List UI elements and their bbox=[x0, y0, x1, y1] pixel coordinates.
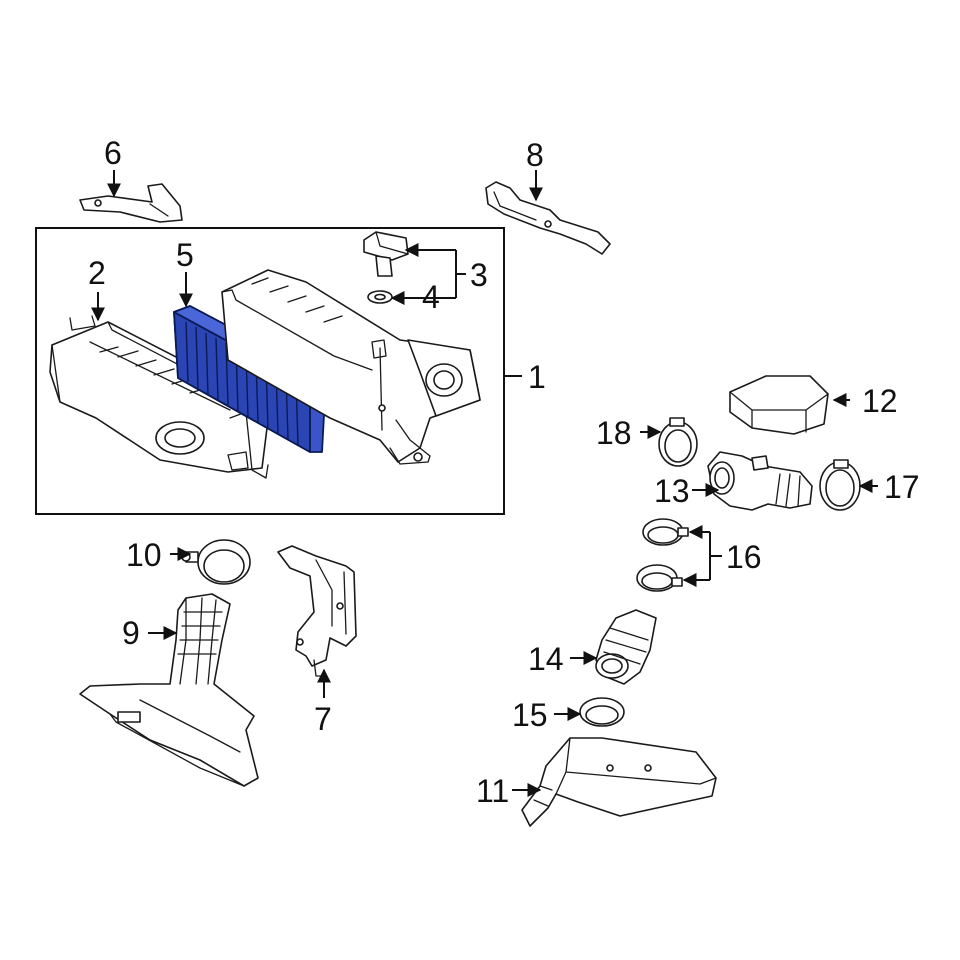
part-13-hose[interactable] bbox=[707, 451, 813, 511]
callout-13: 13 bbox=[654, 473, 690, 509]
part-11-lower-duct[interactable] bbox=[521, 737, 717, 827]
callout-16: 16 bbox=[726, 539, 762, 575]
part-12-resonator[interactable] bbox=[729, 375, 829, 435]
leader-lines bbox=[91, 170, 878, 797]
callout-3: 3 bbox=[470, 257, 488, 293]
callout-5: 5 bbox=[176, 237, 194, 273]
callout-6: 6 bbox=[104, 135, 122, 171]
assembly-frame bbox=[35, 227, 505, 515]
part-16-clamps[interactable] bbox=[636, 518, 689, 592]
callout-2: 2 bbox=[88, 255, 106, 291]
callout-11: 11 bbox=[476, 773, 509, 809]
callout-12: 12 bbox=[862, 383, 898, 419]
part-14-hose[interactable] bbox=[595, 609, 657, 685]
part-15-clamp[interactable] bbox=[579, 697, 625, 727]
part-3-sensor[interactable] bbox=[363, 231, 409, 277]
part-10-clamp[interactable] bbox=[181, 539, 251, 585]
callout-17: 17 bbox=[884, 469, 920, 505]
part-17-clamp[interactable] bbox=[819, 459, 861, 511]
callout-labels: 1 2 3 4 5 6 7 8 9 10 11 12 13 14 15 16 1… bbox=[88, 135, 920, 809]
callout-10: 10 bbox=[126, 537, 162, 573]
part-7-bracket[interactable] bbox=[277, 545, 357, 677]
callout-18: 18 bbox=[596, 415, 632, 451]
callout-7: 7 bbox=[314, 701, 332, 737]
callout-14: 14 bbox=[528, 641, 564, 677]
part-18-clamp[interactable] bbox=[658, 417, 698, 467]
part-8-bracket-rod[interactable] bbox=[485, 181, 611, 255]
callout-9: 9 bbox=[122, 615, 140, 651]
part-4-grommet[interactable] bbox=[367, 290, 393, 304]
callout-15: 15 bbox=[512, 697, 548, 733]
callout-4: 4 bbox=[422, 279, 440, 315]
callout-1: 1 bbox=[528, 359, 546, 395]
callout-8: 8 bbox=[526, 137, 544, 173]
part-6-bracket[interactable] bbox=[79, 183, 183, 223]
part-1-upper-case[interactable] bbox=[221, 269, 481, 465]
part-9-intake-duct[interactable] bbox=[79, 593, 259, 787]
